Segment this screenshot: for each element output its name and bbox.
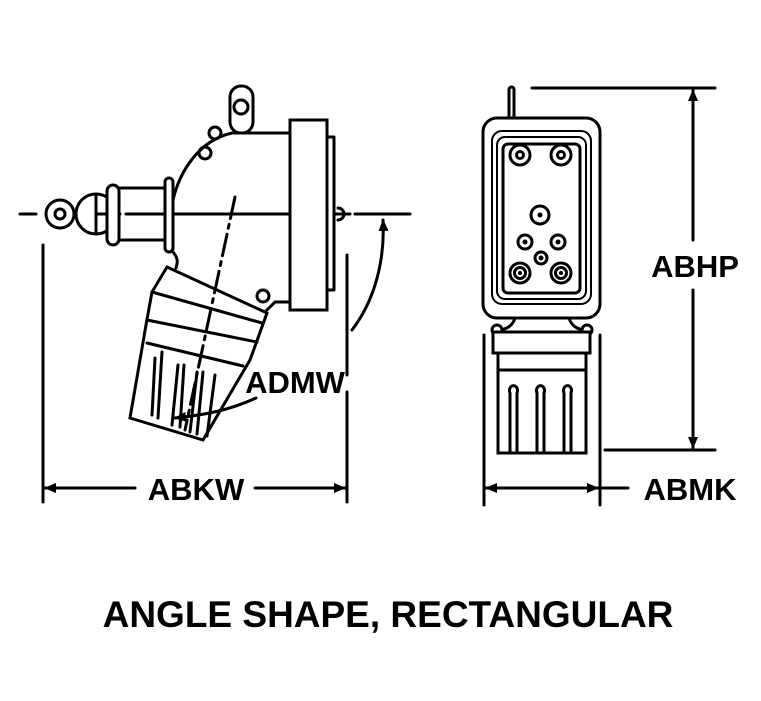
diagram-title: ANGLE SHAPE, RECTANGULAR [103, 594, 674, 635]
contact-holes [508, 143, 573, 285]
front-view-connector [481, 85, 717, 507]
dimension-label-abmk: ABMK [644, 472, 738, 507]
flange [163, 176, 175, 254]
ball-end [74, 192, 98, 236]
cable-sleeve [128, 265, 269, 442]
mounting-tab [228, 84, 255, 135]
side-view-connector [18, 84, 412, 504]
dimension-label-abhp: ABHP [651, 249, 739, 284]
mating-flange [288, 118, 329, 312]
eyelet [44, 198, 76, 230]
dimension-label-abkw: ABKW [148, 472, 245, 507]
dimension-label-admw: ADMW [245, 365, 346, 400]
angle-arc-lower [173, 396, 258, 422]
coupling-band [491, 330, 592, 355]
housing-outer [481, 116, 602, 320]
angle-arc-upper [350, 218, 389, 332]
slots [508, 384, 573, 455]
